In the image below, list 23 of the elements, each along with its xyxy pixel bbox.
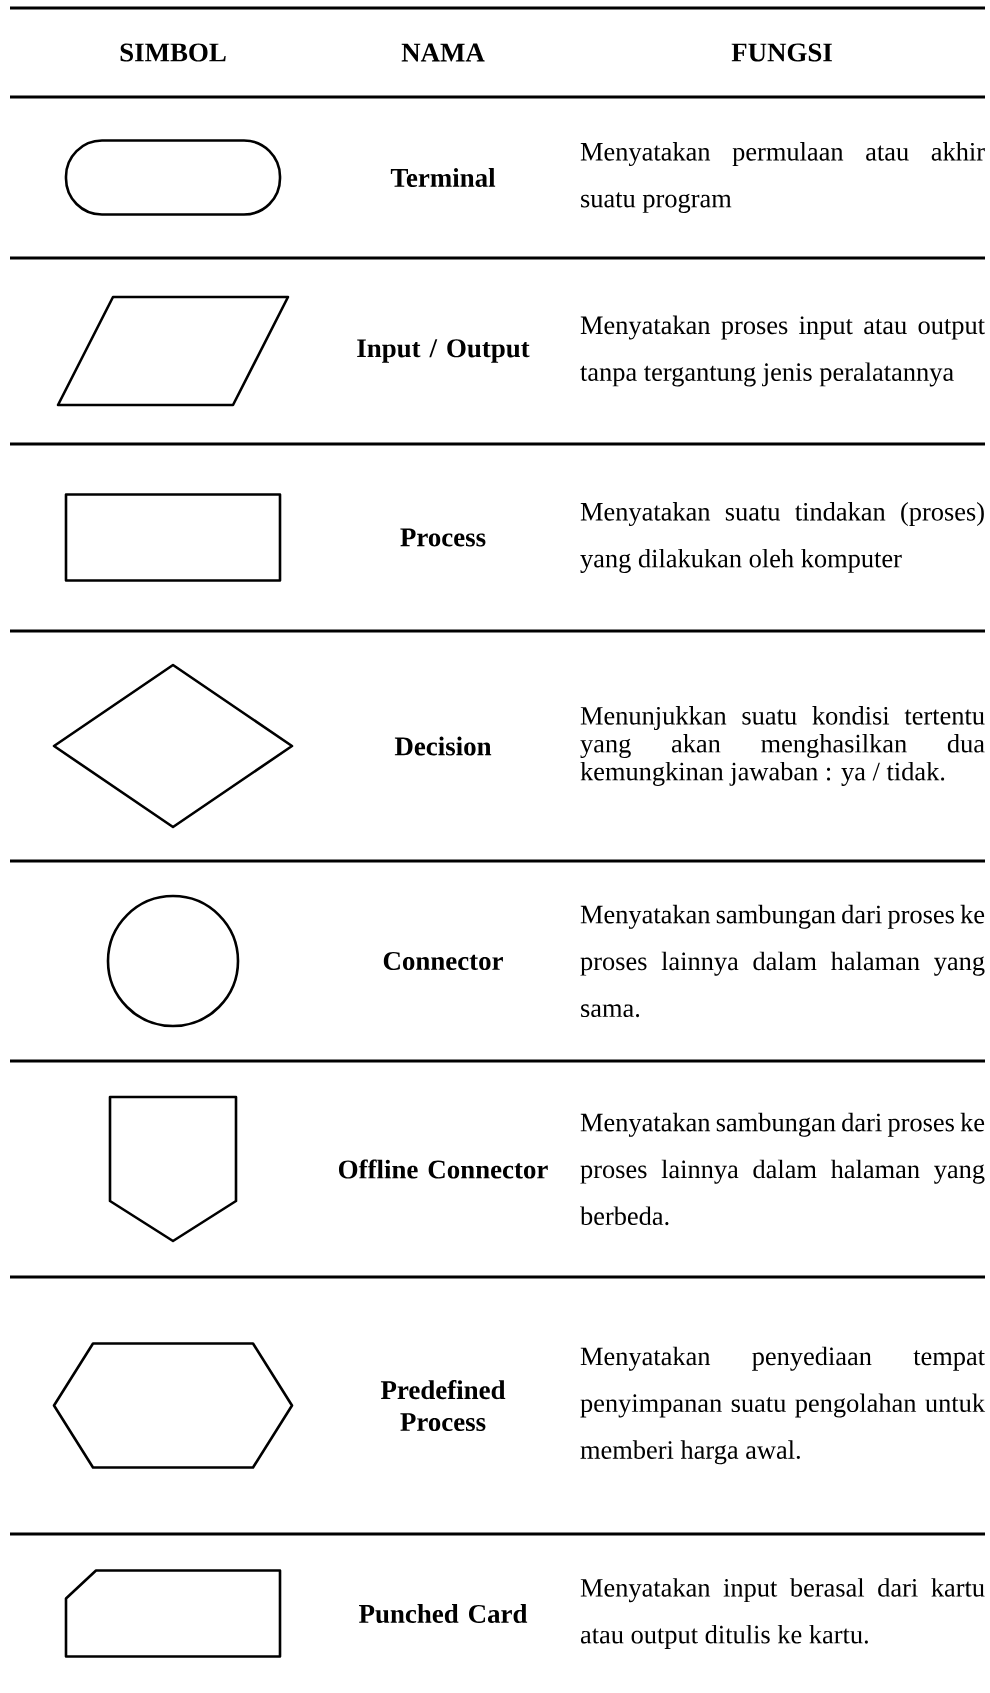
pentagon-symbol: [108, 1095, 238, 1243]
terminal-symbol: [64, 139, 282, 216]
description-text: Menyatakan suatu tindakan (proses) yang dilakukan oleh komputer: [580, 502, 984, 573]
circle-symbol: [106, 894, 240, 1028]
symbol-name: Process: [400, 528, 486, 547]
symbol-name: Connector: [383, 951, 503, 971]
symbol-name: Terminal: [390, 168, 496, 187]
symbol-name: Offline Connector: [339, 1159, 548, 1179]
parallelogram-symbol: [56, 295, 290, 407]
diamond-symbol: [52, 663, 294, 829]
hexagon-symbol: [52, 1342, 294, 1469]
description-text: Menunjukkan suatu kondisi tertentu yang akan menghasilkan dua kemungkinan jawaban : ya / tidak.: [580, 706, 985, 786]
column-header: FUNGSI: [731, 43, 832, 62]
column-header: NAMA: [401, 43, 485, 62]
symbol-name: Punched Card: [359, 1604, 528, 1623]
description-text: Menyatakan sambungan dari proses ke proses lainnya dalam halaman yang berbeda.: [580, 1112, 985, 1226]
description-text: Menyatakan sambungan dari proses ke proses lainnya dalam halaman yang sama.: [580, 904, 985, 1018]
description-text: Menyatakan input berasal dari kartu atau output ditulis ke kartu.: [580, 1578, 985, 1649]
description-text: Menyatakan permulaan atau akhir suatu program: [580, 142, 985, 213]
card-symbol: [64, 1569, 282, 1658]
description-text: Menyatakan penyediaan tempat penyimpanan suatu pengolahan untuk memberi harga awal.: [580, 1346, 986, 1465]
rectangle-symbol: [64, 493, 282, 582]
description-text: Menyatakan proses input atau output tanpa tergantung jenis peralatannya: [580, 315, 985, 387]
